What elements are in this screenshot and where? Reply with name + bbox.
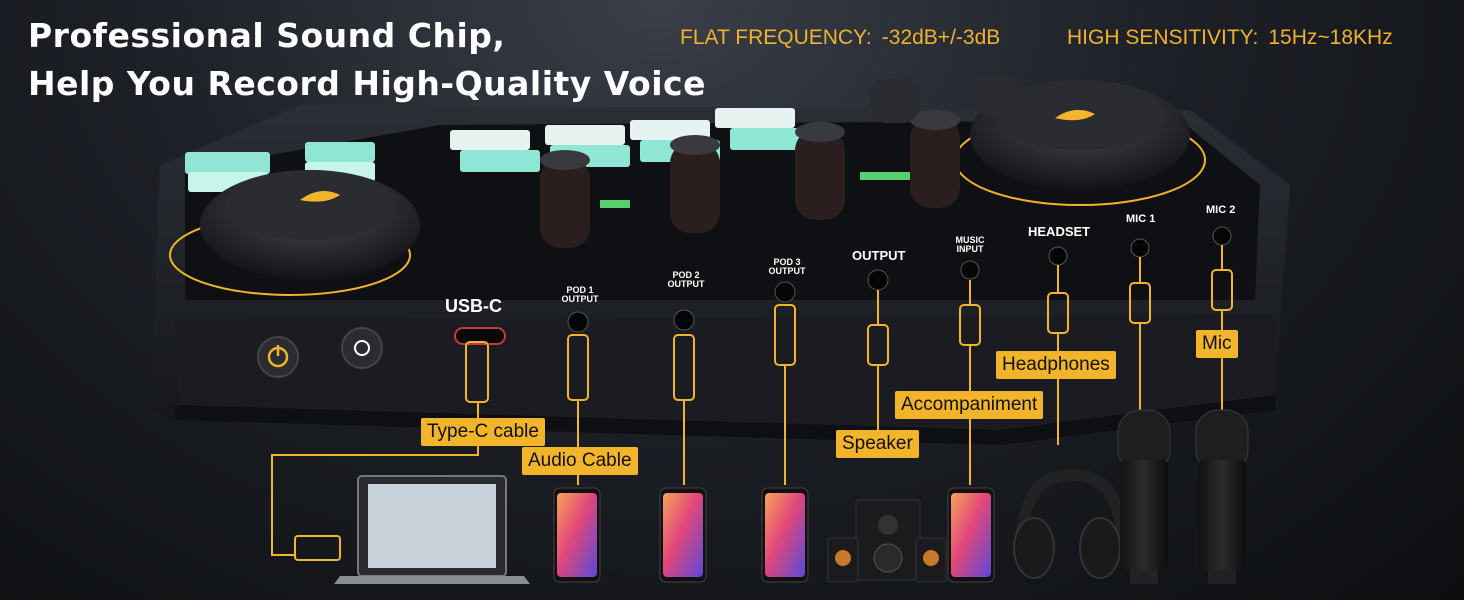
audio-cable-tag: Audio Cable	[522, 447, 638, 475]
flat-frequency-spec: FLAT FREQUENCY: -32dB+/-3dB	[680, 26, 1000, 50]
mixer-device	[150, 75, 1290, 445]
jack-ports	[567, 226, 1232, 333]
speaker-icon	[827, 499, 947, 583]
microphone-icon	[1117, 409, 1171, 584]
music-input-label: MUSIC INPUT	[955, 235, 985, 254]
power-button	[257, 336, 299, 378]
pod1-output-label: POD 1 OUTPUT	[561, 285, 599, 304]
sensitivity-spec: HIGH SENSITIVITY: 15Hz~18KHz	[1067, 26, 1393, 50]
small-knobs	[540, 75, 1020, 248]
headphones-tag: Headphones	[996, 351, 1116, 379]
sensitivity-value: 15Hz~18KHz	[1268, 26, 1393, 49]
mic-tag: Mic	[1196, 330, 1238, 358]
mic2-port-label: MIC 2	[1206, 204, 1236, 216]
usbc-port-label: USB-C	[445, 296, 502, 316]
microphone-icon	[1195, 409, 1249, 584]
pod2-output-label: POD 2 OUTPUT	[667, 270, 705, 289]
headset-port-label: HEADSET	[1028, 224, 1091, 239]
phone-icon	[761, 487, 809, 583]
light-button	[341, 327, 383, 369]
output-port-label: OUTPUT	[852, 248, 906, 263]
accompaniment-tag: Accompaniment	[895, 391, 1044, 419]
laptop-icon	[334, 475, 530, 584]
sensitivity-label: HIGH SENSITIVITY:	[1067, 26, 1259, 49]
pod3-output-label: POD 3 OUTPUT	[768, 257, 806, 276]
usbc-port	[454, 327, 506, 345]
flat-frequency-label: FLAT FREQUENCY:	[680, 26, 872, 49]
phone-icon	[947, 487, 995, 583]
headphones-icon	[1013, 468, 1128, 579]
headline-line-2: Help You Record High-Quality Voice	[28, 64, 706, 103]
mic1-port-label: MIC 1	[1126, 213, 1156, 225]
phone-icon	[553, 487, 601, 583]
typec-cable-tag: Type-C cable	[421, 418, 545, 446]
phone-icon	[659, 487, 707, 583]
speaker-tag: Speaker	[836, 430, 919, 458]
headline-line-1: Professional Sound Chip,	[28, 16, 506, 55]
flat-frequency-value: -32dB+/-3dB	[881, 26, 1001, 49]
